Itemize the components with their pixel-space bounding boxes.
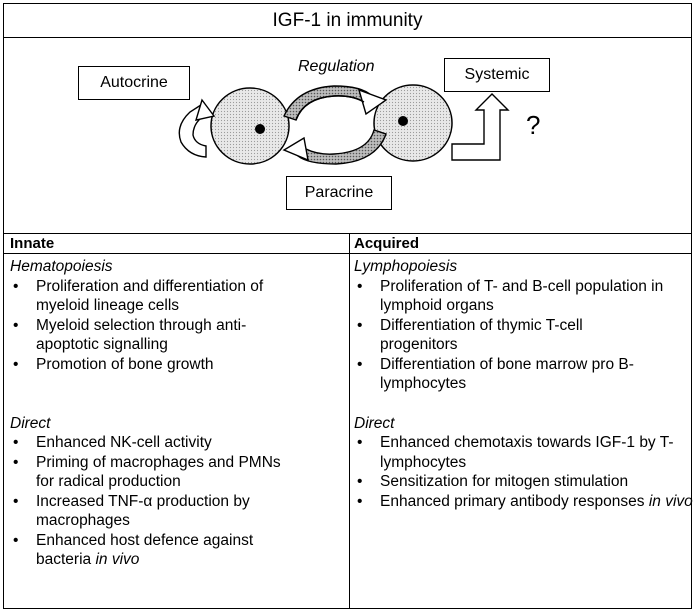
list-item-text: Enhanced host defence against bacteria bbox=[36, 531, 254, 569]
regulation-label: Regulation bbox=[298, 58, 375, 75]
list-item: Increased TNF-α production by macrophage… bbox=[10, 492, 291, 531]
list-item: Enhanced NK-cell activity bbox=[10, 433, 344, 453]
list-item: Proliferation of T- and B-cell populatio… bbox=[354, 277, 670, 316]
regulation-arrow-icon bbox=[283, 85, 388, 121]
diagram-panel: Autocrine Regulation Systemic ? Paracrin… bbox=[4, 38, 691, 234]
table-frame: IGF-1 in immunity bbox=[3, 3, 693, 609]
header-top-rule bbox=[4, 233, 691, 234]
innate-header: Innate bbox=[10, 235, 55, 252]
in-vivo-text: in vivo bbox=[648, 492, 693, 510]
list-item: Promotion of bone growth bbox=[10, 355, 344, 375]
innate-hematopoiesis-list: Proliferation and differentiation of mye… bbox=[10, 277, 344, 375]
list-item-text: Enhanced primary antibody responses bbox=[380, 492, 645, 510]
systemic-arrow-icon bbox=[451, 93, 510, 161]
question-mark: ? bbox=[526, 110, 541, 140]
acquired-header: Acquired bbox=[354, 235, 420, 252]
in-vivo-text: in vivo bbox=[95, 551, 140, 568]
list-item: Enhanced chemotaxis towards IGF-1 by T-l… bbox=[354, 433, 680, 472]
diagram-graphic bbox=[178, 84, 510, 165]
autocrine-arrow-icon bbox=[178, 98, 216, 158]
innate-direct-title: Direct bbox=[10, 414, 51, 432]
acquired-lymphopoiesis-list: Proliferation of T- and B-cell populatio… bbox=[354, 277, 688, 394]
innate-direct-list: Enhanced NK-cell activity Priming of mac… bbox=[10, 433, 344, 570]
table-title: IGF-1 in immunity bbox=[4, 4, 691, 38]
acquired-direct-list: Enhanced chemotaxis towards IGF-1 by T-l… bbox=[354, 433, 693, 511]
list-item: Priming of macrophages and PMNs for radi… bbox=[10, 453, 291, 492]
list-item: Differentiation of bone marrow pro B-lym… bbox=[354, 355, 700, 394]
left-cell-nucleus bbox=[255, 124, 265, 134]
acquired-direct-title: Direct bbox=[354, 414, 395, 432]
paracrine-box: Paracrine bbox=[286, 176, 392, 210]
innate-hematopoiesis-title: Hematopoiesis bbox=[10, 258, 113, 275]
list-item: Differentiation of thymic T-cell progeni… bbox=[354, 316, 630, 355]
right-cell bbox=[373, 84, 453, 162]
header-bottom-rule bbox=[4, 253, 691, 254]
column-divider bbox=[349, 233, 350, 608]
list-item: Proliferation and differentiation of mye… bbox=[10, 277, 306, 316]
list-item: Myeloid selection through anti-apoptotic… bbox=[10, 316, 306, 355]
acquired-lymphopoiesis-title: Lymphopoiesis bbox=[354, 258, 458, 275]
right-cell-nucleus bbox=[398, 116, 408, 126]
systemic-box: Systemic bbox=[444, 58, 550, 92]
list-item: Enhanced host defence against bacteria i… bbox=[10, 531, 276, 570]
paracrine-arrow-icon bbox=[282, 129, 387, 165]
innate-column: Hematopoiesis Proliferation and differen… bbox=[10, 257, 344, 570]
left-cell bbox=[210, 87, 290, 165]
autocrine-box: Autocrine bbox=[78, 66, 190, 100]
list-item: Sensitization for mitogen stimulation bbox=[354, 472, 688, 492]
acquired-column: Lymphopoiesis Proliferation of T- and B-… bbox=[354, 257, 693, 511]
list-item: Enhanced primary antibody responses in v… bbox=[354, 492, 700, 512]
